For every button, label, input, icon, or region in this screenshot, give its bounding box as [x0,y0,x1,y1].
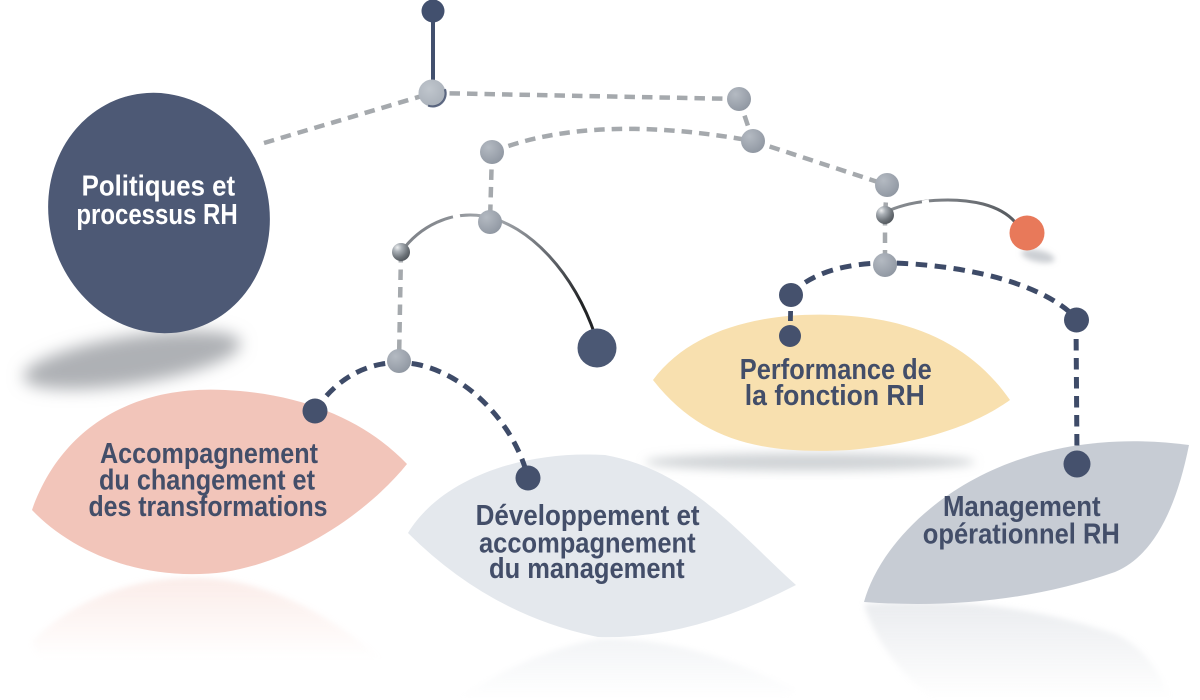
svg-text:processus RH: processus RH [76,199,237,231]
svg-text:Management: Management [943,491,1101,523]
svg-text:opérationnel RH: opérationnel RH [923,519,1120,551]
svg-text:Politiques et: Politiques et [82,171,236,203]
svg-text:Développement et: Développement et [476,500,700,532]
svg-text:accompagnement: accompagnement [479,528,696,560]
svg-text:la fonction RH: la fonction RH [745,380,925,412]
svg-text:du changement et: du changement et [99,465,315,497]
svg-text:Accompagnement: Accompagnement [100,438,318,470]
svg-text:Performance de: Performance de [740,354,932,386]
svg-text:du management: du management [489,553,685,585]
svg-text:des transformations: des transformations [89,491,328,523]
